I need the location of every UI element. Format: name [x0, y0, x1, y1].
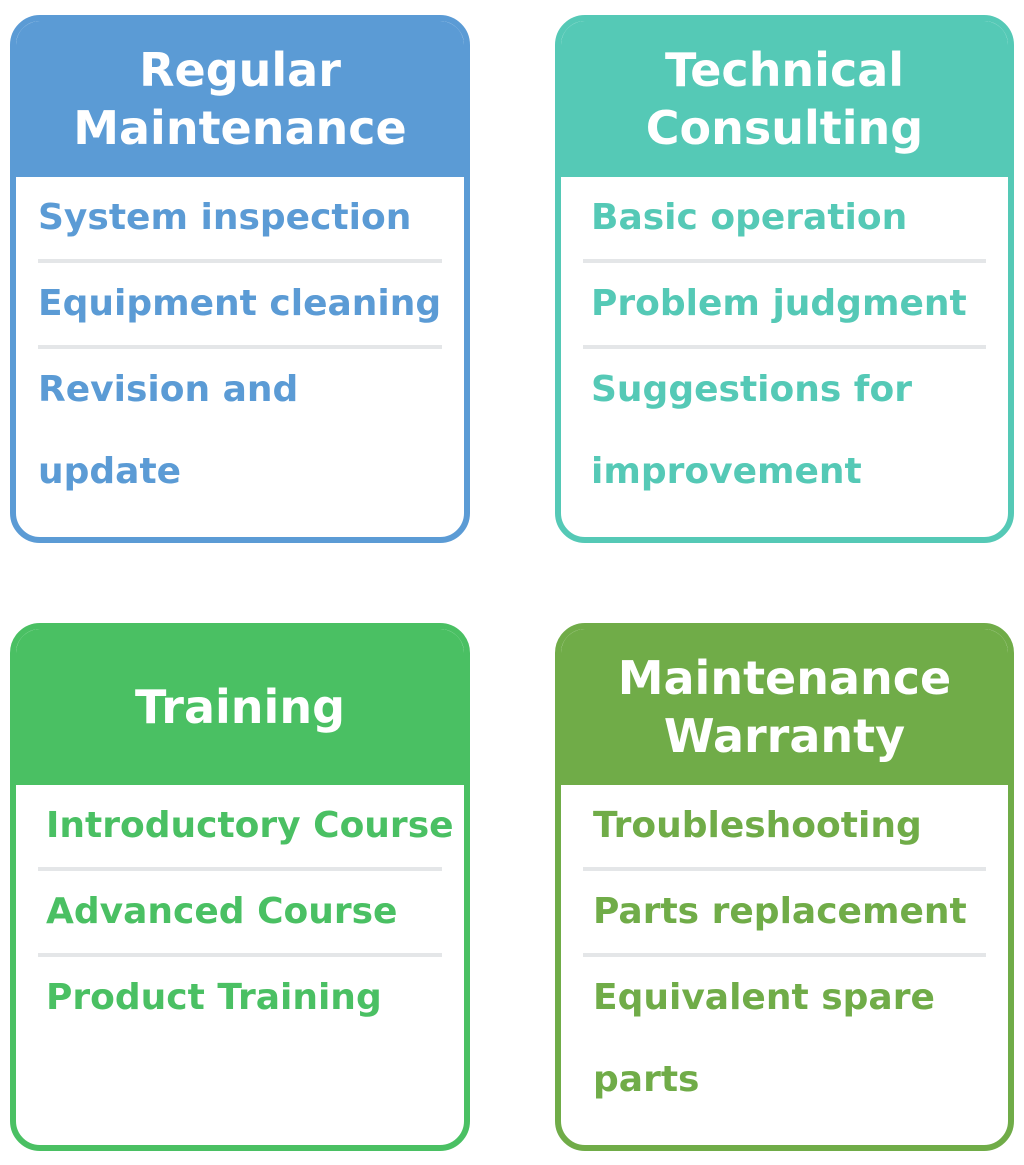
card-header: Technical Consulting — [561, 21, 1008, 177]
list-item: Troubleshooting — [583, 785, 986, 871]
list-item: Equivalent spare parts — [593, 977, 935, 1100]
card-title: Regular Maintenance — [73, 43, 407, 155]
list-item: Introductory Course — [38, 785, 454, 871]
card-regular-maintenance: Regular Maintenance System inspection Eq… — [10, 15, 470, 543]
card-title: Technical Consulting — [645, 43, 924, 155]
list-item: Product Training — [46, 977, 382, 1018]
card-title: Maintenance Warranty — [617, 651, 952, 763]
card-item-list: System inspection Equipment cleaning Rev… — [16, 177, 464, 513]
card-item-list: Troubleshooting Parts replacement Equiva… — [561, 785, 1008, 1121]
card-title: Training — [134, 680, 345, 734]
card-header: Training — [16, 629, 464, 785]
card-technical-consulting: Technical Consulting Basic operation Pro… — [555, 15, 1014, 543]
list-item: Parts replacement — [583, 871, 986, 957]
list-item: Suggestions for improvement — [591, 369, 912, 492]
list-item: Equipment cleaning — [38, 263, 442, 349]
card-header: Regular Maintenance — [16, 21, 464, 177]
card-item-list: Introductory Course Advanced Course Prod… — [16, 785, 464, 1039]
list-item: Revision and update — [38, 369, 299, 492]
list-item: Advanced Course — [38, 871, 442, 957]
list-item: Basic operation — [583, 177, 986, 263]
card-header: Maintenance Warranty — [561, 629, 1008, 785]
card-training: Training Introductory Course Advanced Co… — [10, 623, 470, 1151]
card-item-list: Basic operation Problem judgment Suggest… — [561, 177, 1008, 513]
card-maintenance-warranty: Maintenance Warranty Troubleshooting Par… — [555, 623, 1014, 1151]
list-item: System inspection — [38, 177, 442, 263]
list-item: Problem judgment — [583, 263, 986, 349]
